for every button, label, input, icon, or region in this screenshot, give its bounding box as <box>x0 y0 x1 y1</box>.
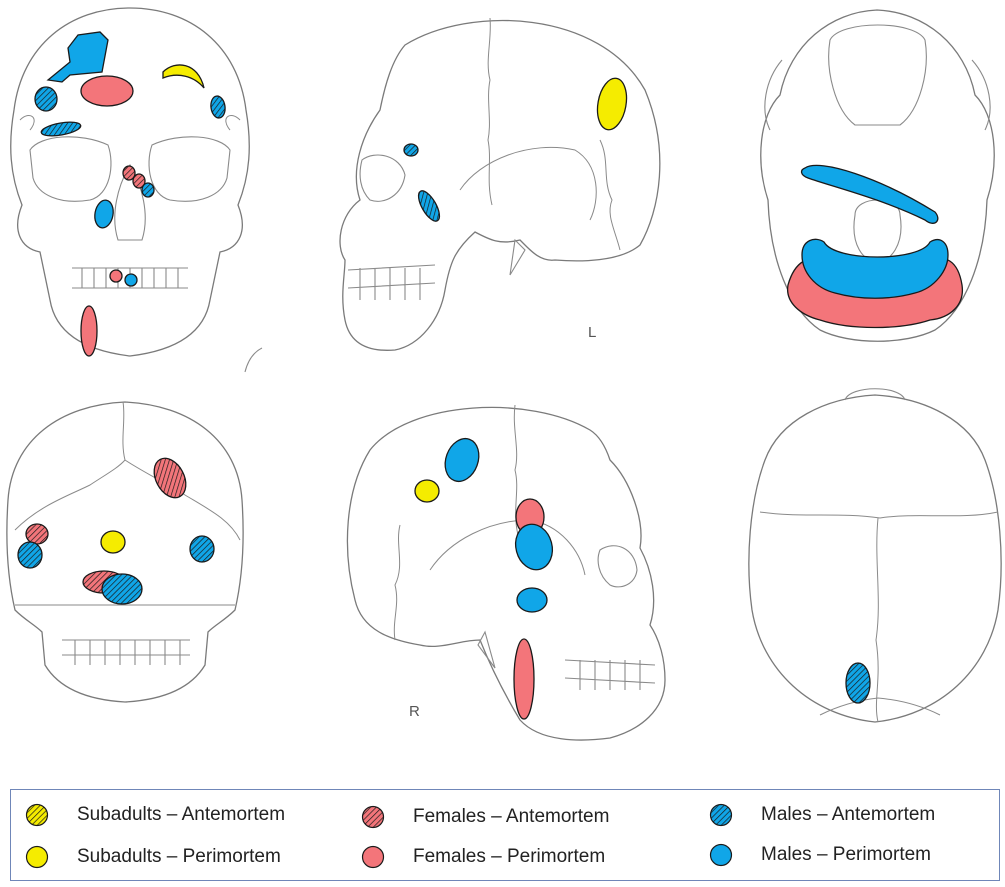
anterior-lesion-males-antemortem <box>142 183 154 197</box>
legend: Subadults – Antemortem Subadults – Perim… <box>10 789 1000 881</box>
legend-item-subadults-antemortem: Subadults – Antemortem <box>25 800 285 830</box>
posterior-lesion-females-antemortem <box>26 524 48 544</box>
left-lateral-skull-view <box>340 18 660 350</box>
superior-skull-view <box>749 389 1001 722</box>
yellow-circle-icon <box>25 845 49 869</box>
superior-cranium-outline <box>749 395 1001 722</box>
legend-item-males-perimortem: Males – Perimortem <box>709 840 931 870</box>
left-view-label: L <box>588 324 596 341</box>
legend-label: Males – Perimortem <box>761 844 931 866</box>
anterior-lesion-females-perimortem <box>81 306 97 356</box>
hatched-blue-circle-icon <box>709 803 733 827</box>
legend-item-females-perimortem: Females – Perimortem <box>361 842 605 872</box>
right-lateral-cranium-outline <box>347 407 665 740</box>
left-lateral-cranium-outline <box>340 21 660 351</box>
hatched-red-circle-icon <box>361 805 385 829</box>
anterior-lesion-females-perimortem <box>110 270 122 282</box>
anterior-skull-view <box>11 8 262 372</box>
right-lateral-lesion-subadults-perimortem <box>415 480 439 502</box>
legend-label: Subadults – Antemortem <box>77 804 285 826</box>
right-view-label: R <box>409 703 420 720</box>
legend-label: Males – Antemortem <box>761 804 935 826</box>
right-lateral-lesion-males-perimortem <box>517 588 547 612</box>
anterior-cranium-outline <box>11 8 250 356</box>
posterior-lesion-males-antemortem <box>190 536 214 562</box>
left-lateral-styloid <box>510 240 525 275</box>
right-lateral-lesion-females-perimortem <box>514 639 534 719</box>
legend-label: Females – Antemortem <box>413 806 609 828</box>
legend-item-males-antemortem: Males – Antemortem <box>709 800 935 830</box>
right-lateral-skull-view <box>347 405 665 740</box>
posterior-lesion-males-antemortem <box>102 574 142 604</box>
posterior-lesion-subadults-perimortem <box>101 531 125 553</box>
legend-item-females-antemortem: Females – Antemortem <box>361 802 609 832</box>
anterior-stray-line <box>245 348 262 372</box>
blue-circle-icon <box>709 843 733 867</box>
red-circle-icon <box>361 845 385 869</box>
legend-label: Subadults – Perimortem <box>77 846 281 868</box>
legend-item-subadults-perimortem: Subadults – Perimortem <box>25 842 281 872</box>
legend-label: Females – Perimortem <box>413 846 605 868</box>
anterior-lesion-males-perimortem <box>125 274 137 286</box>
anterior-lesion-females-perimortem <box>81 76 133 106</box>
left-lateral-lesion-males-antemortem <box>404 144 418 156</box>
superior-lesion-males-antemortem <box>846 663 870 703</box>
anterior-lesion-males-antemortem <box>35 87 57 111</box>
posterior-lesion-males-antemortem <box>18 542 42 568</box>
skull-diagram <box>0 0 1005 780</box>
hatched-yellow-circle-icon <box>25 803 49 827</box>
